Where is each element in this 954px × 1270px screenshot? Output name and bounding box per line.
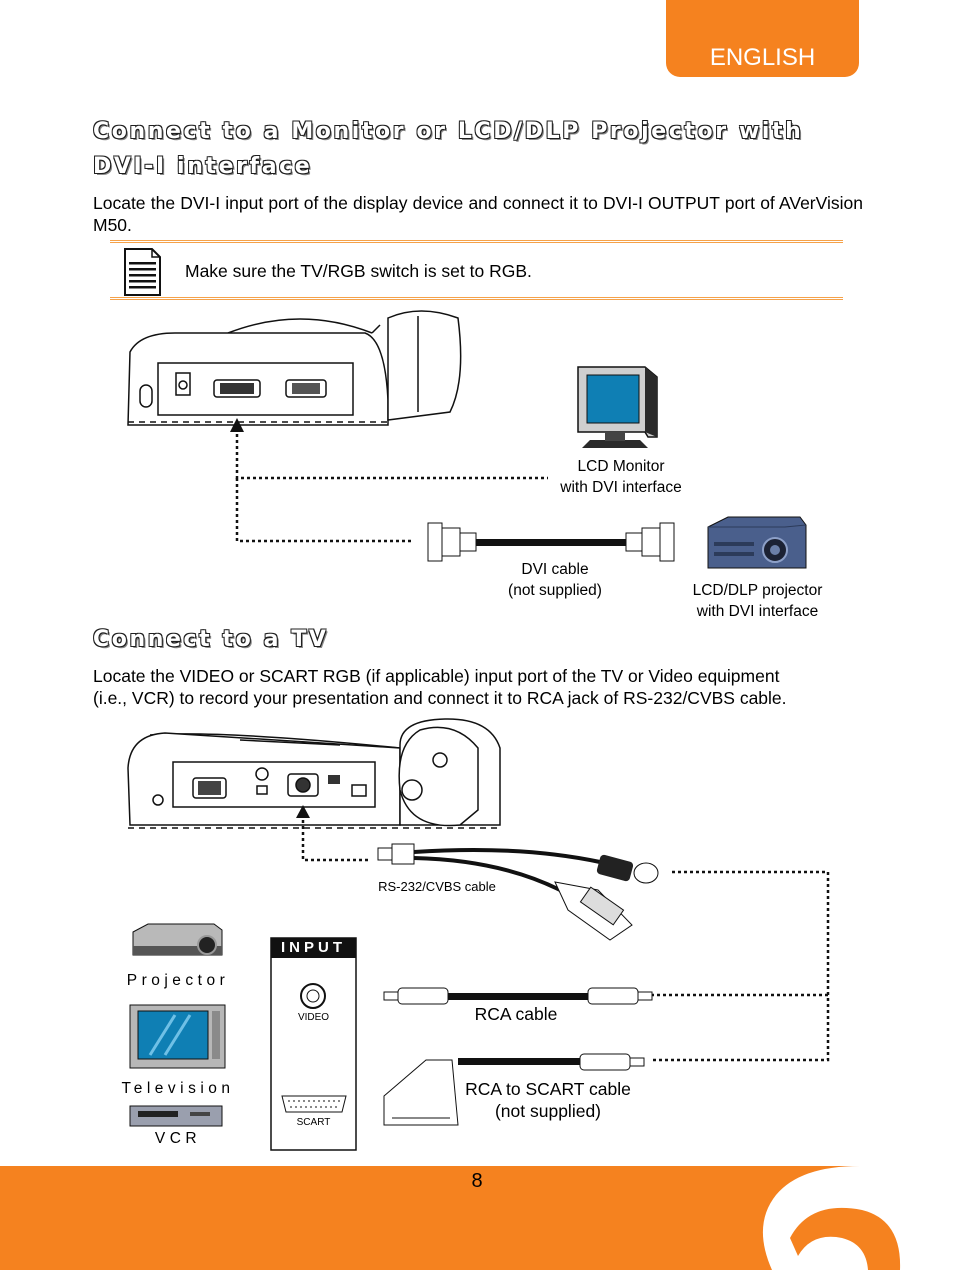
dvi-cable-image	[427, 522, 675, 562]
note-rule-top	[110, 240, 843, 243]
rca-cable-label: RCA cable	[474, 1004, 558, 1024]
note-icon	[124, 248, 161, 296]
vcr-label: VCR	[154, 1130, 202, 1147]
video-port-label: VIDEO	[297, 1012, 330, 1023]
rca-to-scart-cable-image	[383, 1053, 645, 1126]
vcr-image	[129, 1105, 223, 1127]
section1-title-line1: Connect to a Monitor or LCD/DLP Projecto…	[93, 119, 804, 144]
monitor-label-line2: with DVI interface	[560, 479, 682, 496]
dvi-cable-label-line1: DVI cable	[521, 561, 589, 578]
rs232-cable-label: RS-232/CVBS cable	[378, 879, 496, 894]
section2-title: Connect to a TV	[93, 627, 329, 652]
page-number: 8	[471, 1170, 483, 1192]
port-pointer-arrow	[230, 418, 244, 432]
section1-title-line2: DVI-I interface	[93, 154, 313, 179]
section2-body-line1: Locate the VIDEO or SCART RGB (if applic…	[93, 666, 780, 686]
section2-body-line2: (i.e., VCR) to record your presentation …	[93, 688, 787, 708]
input-panel-title: INPUT	[281, 939, 346, 956]
monitor-label-line1: LCD Monitor	[577, 458, 665, 475]
note-text: Make sure the TV/RGB switch is set to RG…	[185, 261, 532, 281]
projector-label-line2: with DVI interface	[696, 603, 819, 620]
input-panel	[270, 937, 357, 1151]
rca-cable-image	[383, 987, 653, 1005]
note-rule-bottom	[110, 297, 843, 300]
section1-body: Locate the DVI-I input port of the displ…	[93, 193, 863, 235]
television-image	[129, 1004, 226, 1069]
connector-lines-tv	[301, 820, 830, 1062]
tv-port-pointer-arrow	[296, 805, 310, 818]
scart-cable-label-line1: RCA to SCART cable	[465, 1079, 631, 1099]
projector-label: Projector	[126, 972, 230, 989]
dlp-projector-image	[707, 516, 807, 569]
dvi-cable-label-line2: (not supplied)	[508, 582, 602, 599]
television-label: Television	[121, 1080, 235, 1097]
projector-image	[132, 923, 223, 956]
document-camera-rear-tv	[127, 718, 501, 829]
connector-lines-dvi	[235, 434, 548, 543]
language-tab: ENGLISH	[666, 0, 859, 77]
rs232-cvbs-cable-image	[377, 843, 659, 941]
scart-cable-label-line2: (not supplied)	[494, 1101, 602, 1121]
scart-port-label: SCART	[296, 1117, 331, 1128]
lcd-monitor-image	[577, 366, 658, 448]
projector-label-line1: LCD/DLP projector	[692, 582, 823, 599]
document-camera-rear-dvi	[127, 310, 462, 426]
language-label: ENGLISH	[709, 44, 816, 71]
